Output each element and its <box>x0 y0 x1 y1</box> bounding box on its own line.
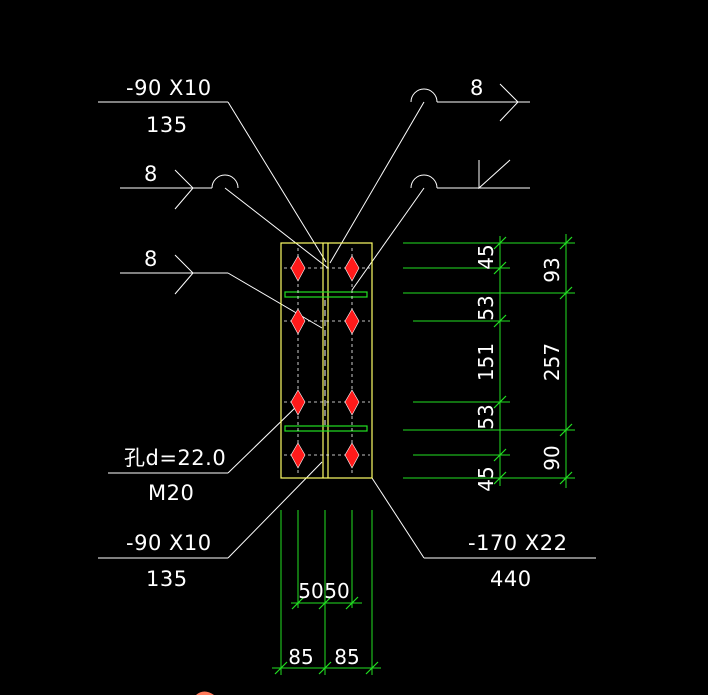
dim-v-outer-1: 93 <box>540 257 564 282</box>
bolt-icon <box>290 389 306 416</box>
callout-hole: 孔d=22.0 M20 <box>108 404 299 505</box>
dim-v-inner-5: 45 <box>474 466 498 491</box>
callout-weld-left-lower: 8 <box>120 247 323 329</box>
dim-h-inner-1: 50 <box>298 579 323 603</box>
dim-v-outer-2: 257 <box>540 343 564 381</box>
bolt-group <box>290 255 360 469</box>
bolt-icon <box>344 308 360 335</box>
fillet-weld-symbol-icon <box>478 159 511 190</box>
splice-plate <box>280 242 373 479</box>
cursor-remnant <box>196 691 214 695</box>
callout-weld-top-right: 8 <box>329 76 530 264</box>
top-left-plate-size: -90 X10 <box>126 76 212 100</box>
bottom-right-plate-length: 440 <box>490 567 532 591</box>
weld-left-upper-size: 8 <box>144 162 158 186</box>
bottom-right-plate-size: -170 X22 <box>468 531 567 555</box>
stiffener-bar-upper <box>284 291 368 298</box>
dim-h-inner-2: 50 <box>324 579 349 603</box>
dim-v-inner-1: 45 <box>474 244 498 269</box>
bolt-icon <box>290 442 306 469</box>
bottom-left-plate-length: 135 <box>146 567 188 591</box>
hole-diameter: 孔d=22.0 <box>124 446 226 470</box>
dim-v-inner-2: 53 <box>474 295 498 320</box>
dim-h-outer-1: 85 <box>288 645 313 669</box>
dim-h-outer-2: 85 <box>334 645 359 669</box>
stiffener-bar-lower <box>284 425 368 432</box>
callout-weld-right-fillet <box>351 159 530 291</box>
horizontal-dimension-group: 50 50 85 85 <box>272 510 381 675</box>
bolt-icon <box>290 308 306 335</box>
bolt-icon <box>290 255 306 282</box>
callout-weld-left-upper: 8 <box>120 162 329 269</box>
top-left-plate-length: 135 <box>146 113 188 137</box>
bolt-icon <box>344 389 360 416</box>
bolt-size: M20 <box>148 481 194 505</box>
bolt-icon <box>344 442 360 469</box>
weld-all-around-circle-icon <box>211 174 239 189</box>
dim-v-outer-3: 90 <box>540 445 564 470</box>
weld-top-right-size: 8 <box>470 76 484 100</box>
dim-v-inner-3: 151 <box>474 343 498 381</box>
bolt-icon <box>344 255 360 282</box>
callout-top-left-plate: -90 X10 135 <box>98 76 327 263</box>
dim-v-inner-4: 53 <box>474 404 498 429</box>
weld-all-around-circle-icon <box>410 174 438 189</box>
bottom-left-plate-size: -90 X10 <box>126 531 212 555</box>
callout-bottom-right-plate: -170 X22 440 <box>371 477 596 591</box>
weld-all-around-circle-icon <box>410 88 438 103</box>
plate-outline <box>280 242 373 479</box>
vertical-dimension-group: 45 53 151 53 45 93 257 90 <box>403 234 575 492</box>
weld-left-lower-size: 8 <box>144 247 158 271</box>
callout-bottom-left-plate: -90 X10 135 <box>98 461 323 591</box>
